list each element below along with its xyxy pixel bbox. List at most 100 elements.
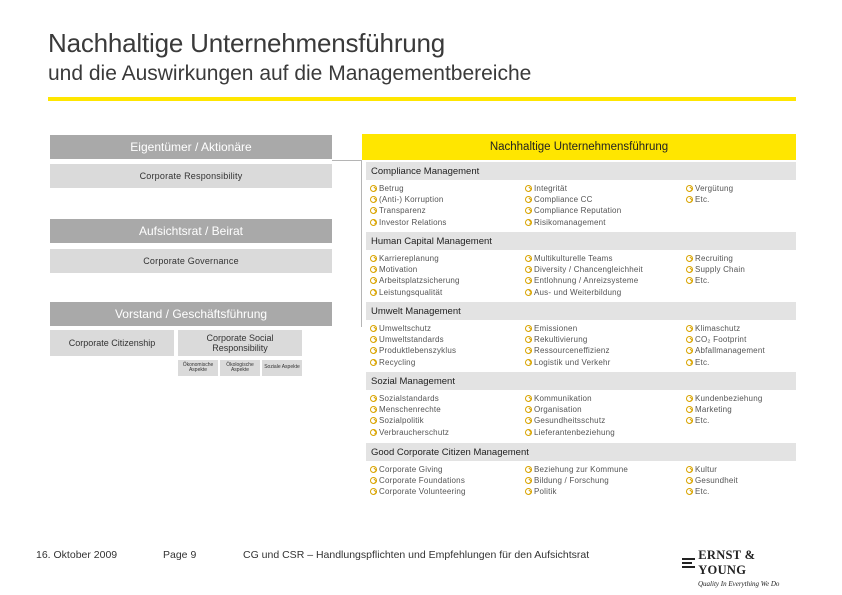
list-item: Rekultivierung bbox=[525, 334, 611, 345]
list-item-label: Transparenz bbox=[379, 206, 426, 216]
list-item: Investor Relations bbox=[370, 217, 447, 228]
footer-page-number: Page 9 bbox=[163, 549, 197, 561]
check-circle-icon bbox=[525, 336, 532, 344]
check-circle-icon bbox=[370, 266, 377, 274]
list-item-label: Bildung / Forschung bbox=[534, 476, 609, 486]
list-item: Organisation bbox=[525, 404, 615, 415]
ey-logo-icon bbox=[682, 557, 695, 569]
section-header: Umwelt Management bbox=[366, 302, 796, 320]
list-item: Diversity / Chancengleichheit bbox=[525, 264, 643, 275]
list-item: Ressourceneffizienz bbox=[525, 345, 611, 356]
list-item-label: Recycling bbox=[379, 357, 416, 367]
list-item: Etc. bbox=[686, 275, 745, 286]
check-circle-icon bbox=[686, 417, 693, 425]
list-item-label: Multikulturelle Teams bbox=[534, 254, 613, 263]
check-circle-icon bbox=[525, 277, 532, 285]
list-item-label: Lieferantenbeziehung bbox=[534, 427, 615, 437]
section-header: Human Capital Management bbox=[366, 232, 796, 250]
list-item: Logistik und Verkehr bbox=[525, 357, 611, 368]
check-circle-icon bbox=[525, 207, 532, 215]
list-item-label: (Anti-) Korruption bbox=[379, 195, 444, 205]
list-item: Aus- und Weiterbildung bbox=[525, 287, 643, 298]
list-item-label: Klimaschutz bbox=[695, 324, 741, 333]
list-item: Gesundheit bbox=[686, 475, 738, 486]
list-item: Umweltstandards bbox=[370, 334, 456, 345]
check-circle-icon bbox=[525, 196, 532, 204]
list-item: Etc. bbox=[686, 357, 765, 368]
list-item-label: Etc. bbox=[695, 357, 710, 367]
check-circle-icon bbox=[686, 488, 693, 496]
check-circle-icon bbox=[370, 277, 377, 285]
list-item: Integrität bbox=[525, 183, 621, 194]
list-item: Multikulturelle Teams bbox=[525, 253, 643, 264]
list-item: Emissionen bbox=[525, 323, 611, 334]
list-item-label: Vergütung bbox=[695, 184, 734, 193]
check-circle-icon bbox=[686, 196, 693, 204]
corporate-citizenship-box: Corporate Citizenship bbox=[50, 330, 174, 356]
check-circle-icon bbox=[525, 347, 532, 355]
list-item-label: Compliance Reputation bbox=[534, 206, 622, 216]
check-circle-icon bbox=[686, 395, 693, 402]
section-header: Good Corporate Citizen Management bbox=[366, 443, 796, 461]
list-item: Sozialstandards bbox=[370, 393, 449, 404]
list-item-label: Produktlebenszyklus bbox=[379, 346, 457, 356]
check-circle-icon bbox=[525, 466, 532, 473]
list-item-label: Ressourceneffizienz bbox=[534, 346, 610, 356]
supervisory-board-bar: Aufsichtsrat / Beirat bbox=[50, 219, 332, 243]
list-item-label: Entlohnung / Anreizsysteme bbox=[534, 276, 639, 286]
check-circle-icon bbox=[370, 336, 377, 344]
list-item: Arbeitsplatzsicherung bbox=[370, 275, 460, 286]
list-item: Leistungsqualität bbox=[370, 287, 460, 298]
list-item-label: Marketing bbox=[695, 405, 732, 415]
list-item-label: Umweltstandards bbox=[379, 335, 444, 345]
list-item: Transparenz bbox=[370, 205, 447, 216]
list-item: Umweltschutz bbox=[370, 323, 456, 334]
list-item-label: Etc. bbox=[695, 487, 710, 497]
list-item-label: Recruiting bbox=[695, 254, 734, 263]
list-item: Kultur bbox=[686, 464, 738, 475]
list-item-label: Etc. bbox=[695, 416, 710, 426]
section-header: Compliance Management bbox=[366, 162, 796, 180]
list-item: CO₂ Footprint bbox=[686, 334, 765, 345]
check-circle-icon bbox=[525, 218, 532, 226]
section-header: Sozial Management bbox=[366, 372, 796, 390]
check-circle-icon bbox=[370, 218, 377, 226]
list-item: Verbraucherschutz bbox=[370, 427, 449, 438]
check-circle-icon bbox=[525, 185, 532, 192]
list-item-label: Gesundheitsschutz bbox=[534, 416, 606, 426]
list-item-label: Abfallmanagement bbox=[695, 346, 765, 356]
economic-aspects-box: Ökonomische Aspekte bbox=[178, 360, 218, 376]
list-item-label: Kommunikation bbox=[534, 394, 592, 403]
list-item: Vergütung bbox=[686, 183, 733, 194]
list-item-label: Aus- und Weiterbildung bbox=[534, 287, 622, 297]
list-item-label: Supply Chain bbox=[695, 265, 745, 275]
check-circle-icon bbox=[686, 358, 693, 366]
list-item-label: Organisation bbox=[534, 405, 582, 415]
list-item: Kommunikation bbox=[525, 393, 615, 404]
list-item-label: Menschenrechte bbox=[379, 405, 441, 415]
list-item-label: Emissionen bbox=[534, 324, 578, 333]
logo-name: ERNST & YOUNG bbox=[698, 548, 756, 577]
list-item: Corporate Foundations bbox=[370, 475, 466, 486]
check-circle-icon bbox=[370, 477, 377, 485]
list-item-label: Politik bbox=[534, 487, 557, 497]
list-item-label: Etc. bbox=[695, 276, 710, 286]
list-item: Karriereplanung bbox=[370, 253, 460, 264]
connector-line bbox=[332, 160, 362, 212]
list-item: Etc. bbox=[686, 486, 738, 497]
ey-logo: ERNST & YOUNG Quality In Everything We D… bbox=[682, 548, 800, 588]
check-circle-icon bbox=[370, 347, 377, 355]
list-item: Entlohnung / Anreizsysteme bbox=[525, 275, 643, 286]
connector-line bbox=[332, 212, 362, 327]
check-circle-icon bbox=[686, 266, 693, 274]
check-circle-icon bbox=[525, 417, 532, 425]
title-underline bbox=[48, 97, 796, 101]
